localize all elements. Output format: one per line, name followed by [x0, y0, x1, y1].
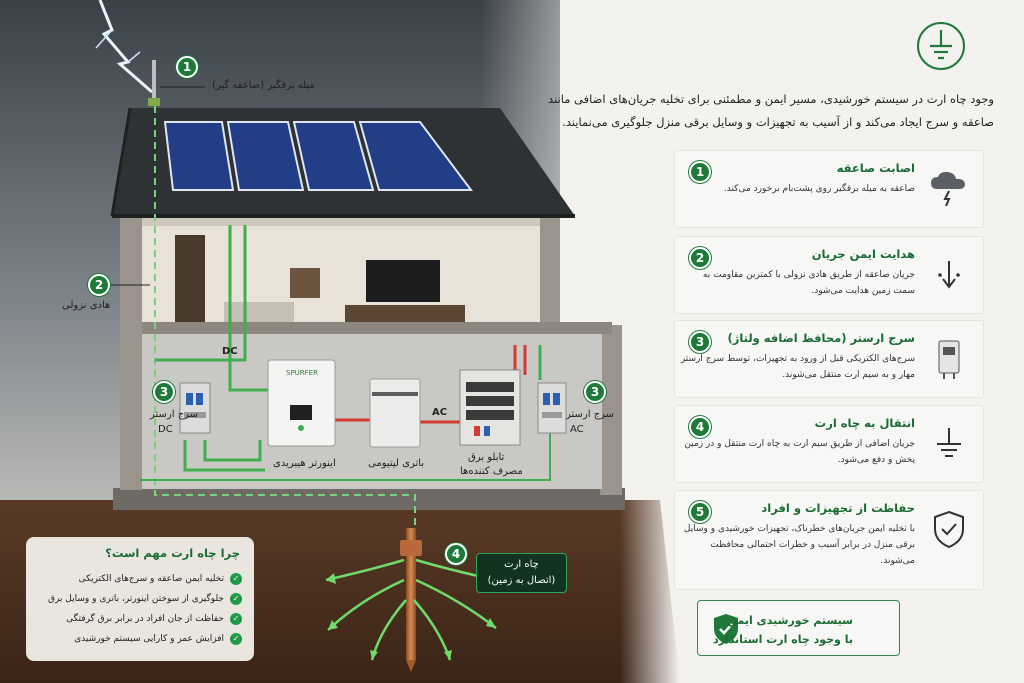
safe-line-1: سیستم خورشیدی ایمن [727, 614, 853, 627]
why-item-text: حفاظت از جان افراد در برابر برق گرفتگی [66, 614, 224, 624]
inverter-label: اینورتر هیبریدی [273, 458, 336, 469]
lithium-battery [369, 378, 421, 448]
hybrid-inverter [267, 359, 336, 447]
card-number: 1 [689, 161, 711, 183]
ground-badge-ring [917, 22, 965, 70]
ground-symbol-icon [937, 428, 961, 457]
shield-check-green-icon [714, 614, 738, 644]
card-safe-conduction: 2 هدایت ایمن جریان جریان صاعقه از طریق ه… [674, 236, 984, 314]
dc-tag: DC [222, 346, 238, 357]
safe-text: سیستم خورشیدی ایمن با وجود چاه ارت استان… [713, 611, 853, 649]
step-badge-4: 4 [445, 543, 467, 565]
earth-well-label: چاه ارت (اتصال به زمین) [476, 553, 567, 593]
dc-arrester-label-1: سرج ارستر [150, 409, 199, 420]
step-badge-3-dc: 3 [153, 381, 175, 403]
card-title: حفاظت از تجهیزات و افراد [761, 501, 915, 515]
inverter-brand: SPURFER [286, 369, 318, 377]
safe-system-box: سیستم خورشیدی ایمن با وجود چاه ارت استان… [697, 600, 900, 656]
panel-label-2: مصرف کننده‌ها [460, 466, 523, 477]
current-down-icon [938, 261, 960, 289]
why-earth-box: چرا چاه ارت مهم است؟ ✓ تخلیه ایمن صاعقه و… [26, 537, 254, 661]
earth-well-label-1: چاه ارت [504, 559, 539, 570]
step-badge-1: 1 [176, 56, 198, 78]
card-title: اصابت صاعقه [836, 161, 915, 175]
card-lightning-strike: 1 اصابت صاعقه صاعقه به میله برقگیر روی پ… [674, 150, 984, 228]
lightning-bolt-icon [98, 0, 153, 94]
card-surge-arrester: 3 سرج ارستر (محافظ اضافه ولتاژ) سرج‌های … [674, 320, 984, 398]
ac-arrester-label-1: سرج ارستر [566, 409, 615, 420]
why-item: ✓ حفاظت از جان افراد در برابر برق گرفتگی [48, 609, 242, 629]
card-title: انتقال به چاه ارت [814, 416, 915, 430]
card-title: سرج ارستر (محافظ اضافه ولتاژ) [727, 331, 915, 345]
rod-label: میله برقگیر (صاعقه گیر) [212, 80, 315, 91]
intro-line-2: صاعقه و سرج ایجاد می‌کند و از آسیب به تج… [562, 115, 994, 129]
battery-label: باتری لیتیومی [368, 458, 425, 469]
intro-line-1: وجود چاه ارت در سیستم خورشیدی، مسیر ایمن… [548, 92, 994, 106]
ac-tag: AC [432, 407, 448, 418]
check-icon: ✓ [230, 633, 242, 645]
step-badge-2: 2 [88, 274, 110, 296]
ac-surge-arrester-box [537, 382, 567, 434]
lightning-rod [152, 60, 156, 100]
solar-panels [163, 121, 473, 191]
why-item: ✓ افزایش عمر و کارایی سیستم خورشیدی [48, 629, 242, 649]
down-conductor-wire [154, 106, 416, 530]
earth-rod [400, 528, 422, 672]
card-number: 5 [689, 501, 711, 523]
why-item-text: افزایش عمر و کارایی سیستم خورشیدی [74, 634, 224, 644]
ac-arrester-label-2: AC [570, 424, 584, 435]
surge-arrester-icon [938, 340, 960, 379]
intro-text: وجود چاه ارت در سیستم خورشیدی، مسیر ایمن… [514, 88, 994, 134]
card-number: 3 [689, 331, 711, 353]
card-protection: 5 حفاظت از تجهیزات و افراد با تخلیه ایمن… [674, 490, 984, 590]
card-desc: سرج‌های الکتریکی قبل از ورود به تجهیزات،… [680, 354, 915, 380]
check-icon: ✓ [230, 593, 242, 605]
card-desc: صاعقه به میله برقگیر روی پشت‌بام برخورد … [723, 184, 915, 194]
card-desc: با تخلیه ایمن جریان‌های خطرناک، تجهیزات … [683, 524, 915, 566]
safe-line-2: با وجود چاه ارت استاندارد [712, 633, 853, 646]
dc-surge-arrester-box [179, 382, 211, 434]
why-item-text: تخلیه ایمن صاعقه و سرج‌های الکتریکی [78, 574, 224, 584]
why-item: ✓ جلوگیری از سوختن اینورتر، باتری و وسایل… [48, 589, 242, 609]
card-earth-transfer: 4 انتقال به چاه ارت جریان اضافی از طریق … [674, 405, 984, 483]
why-item: ✓ تخلیه ایمن صاعقه و سرج‌های الکتریکی [48, 569, 242, 589]
card-desc: جریان اضافی از طریق سیم ارت به چاه ارت م… [684, 439, 915, 465]
why-list: ✓ تخلیه ایمن صاعقه و سرج‌های الکتریکی ✓ جل… [48, 569, 242, 649]
card-title: هدایت ایمن جریان [811, 247, 915, 261]
card-number: 4 [689, 416, 711, 438]
check-icon: ✓ [230, 613, 242, 625]
down-conductor-label: هادی نزولی [62, 300, 111, 311]
card-desc: جریان صاعقه از طریق هادی نزولی با کمترین… [702, 270, 915, 296]
distribution-panel [459, 369, 521, 446]
card-number: 2 [689, 247, 711, 269]
panel-label-1: تابلو برق [468, 452, 505, 463]
check-icon: ✓ [230, 573, 242, 585]
step-badge-3-ac: 3 [584, 381, 606, 403]
shield-check-icon [934, 510, 964, 549]
earth-well-label-2: (اتصال به زمین) [487, 575, 556, 586]
why-title: چرا چاه ارت مهم است؟ [105, 546, 240, 560]
why-item-text: جلوگیری از سوختن اینورتر، باتری و وسایل … [47, 594, 224, 604]
tv [366, 260, 440, 302]
dc-arrester-label-2: DC [158, 424, 173, 435]
living-room [142, 218, 540, 323]
cloud-lightning-icon [931, 171, 965, 207]
